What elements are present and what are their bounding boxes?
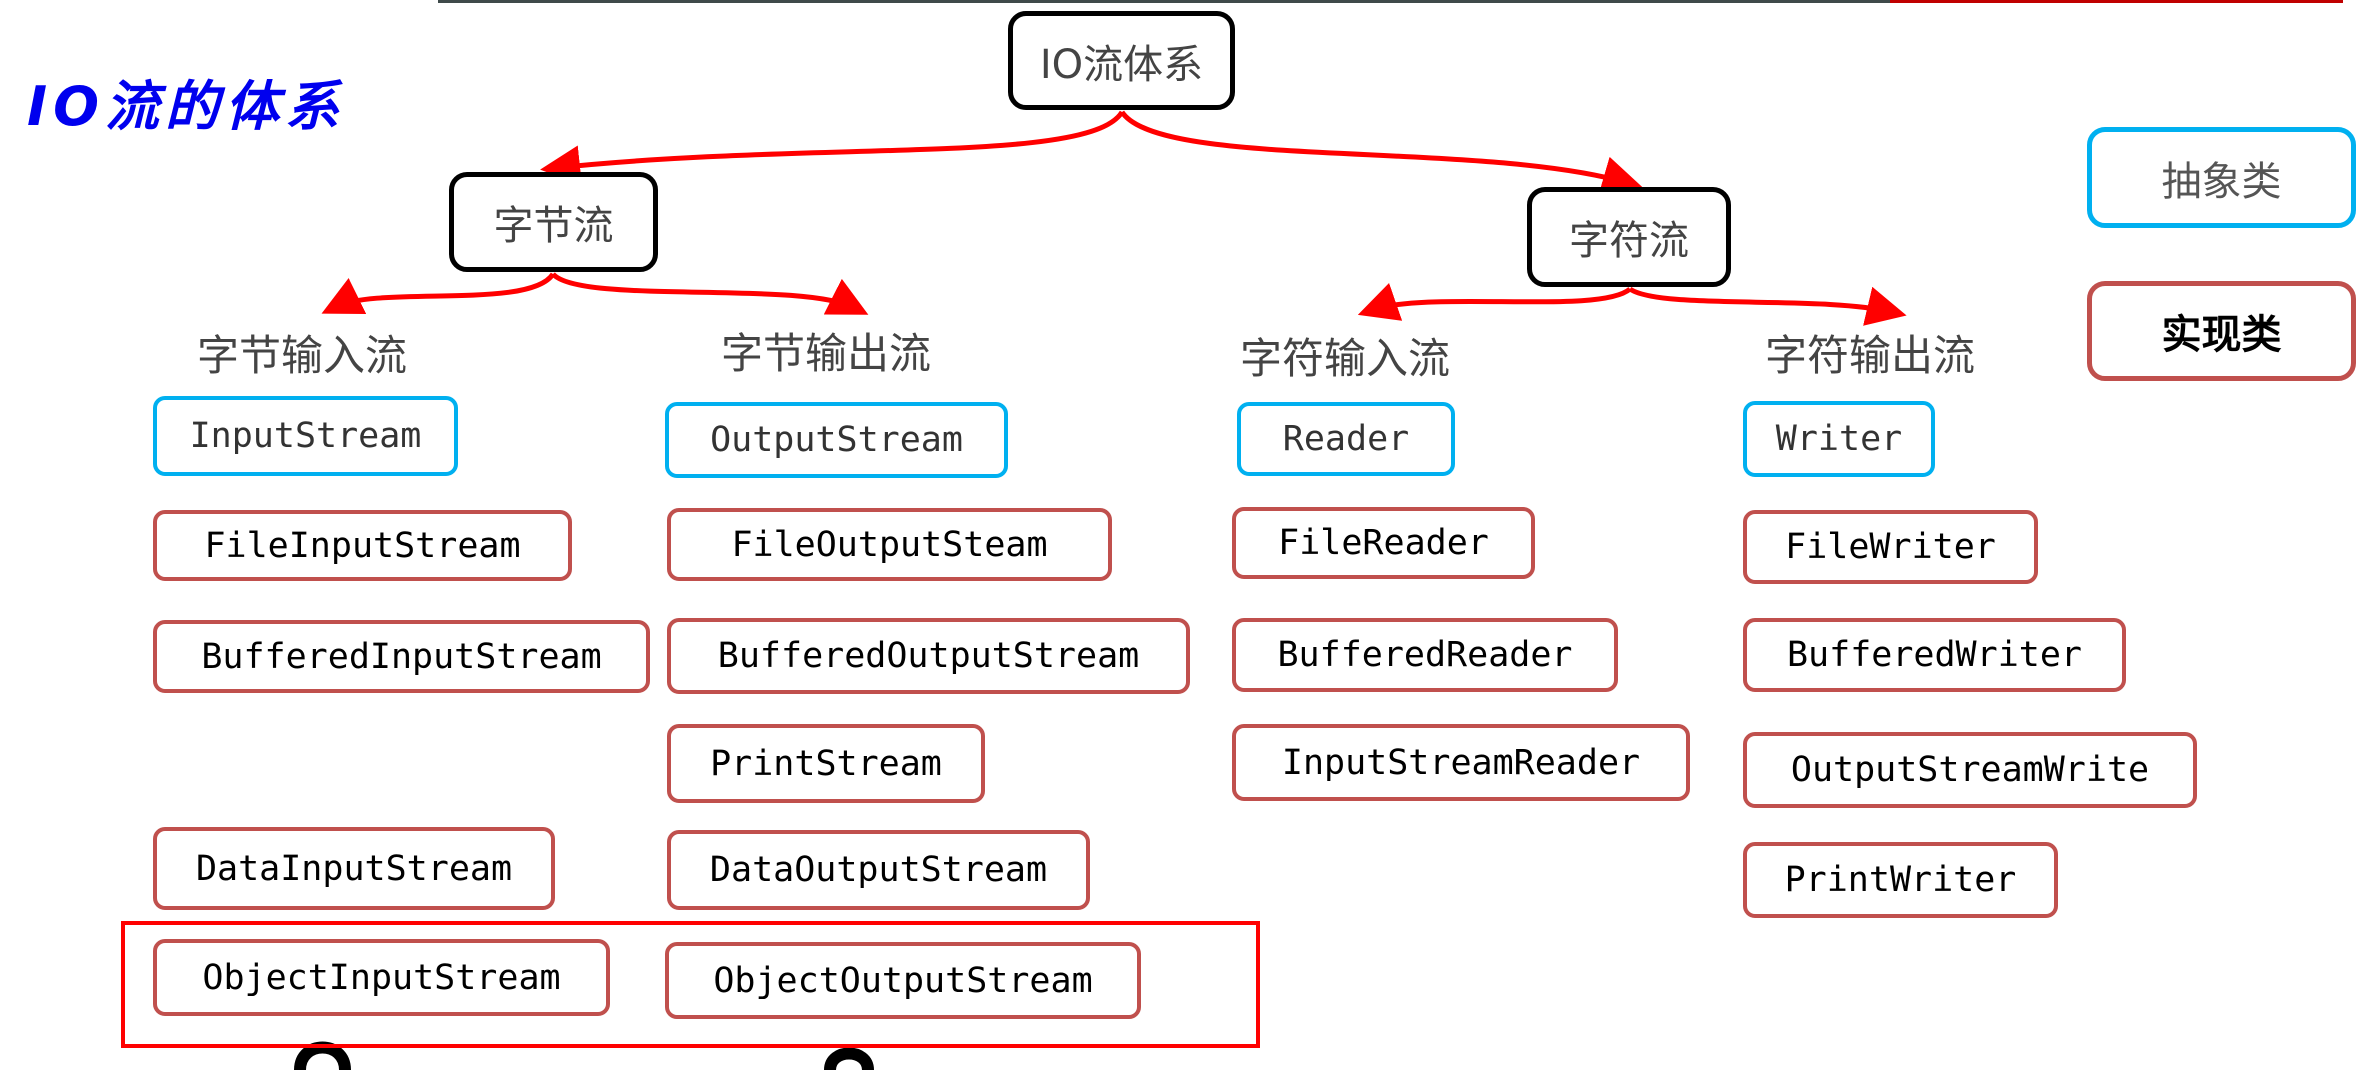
char-input-label: 字符输入流 — [1240, 334, 1451, 383]
partial-shape-icon — [294, 1041, 351, 1070]
byte-stream-node: 字节流 — [449, 172, 658, 272]
char-input-abstract-class: Reader — [1237, 402, 1455, 476]
root-node: IO流体系 — [1008, 11, 1235, 110]
byte-input-impl-class: FileInputStream — [153, 510, 572, 581]
byte-output-impl-class: BufferedOutputStream — [667, 618, 1190, 694]
byte-output-impl-class: ObjectOutputStream — [665, 942, 1141, 1019]
legend-abstract-class: 抽象类 — [2087, 127, 2356, 228]
top-border-line-red — [1890, 0, 2343, 3]
byte-output-impl-class: FileOutputSteam — [667, 508, 1112, 581]
byte-output-abstract-class: OutputStream — [665, 402, 1008, 478]
byte-output-impl-class: DataOutputStream — [667, 830, 1090, 910]
char-input-impl-class: InputStreamReader — [1232, 724, 1690, 801]
arrow-char-to-output — [1628, 286, 1907, 326]
arrow-byte-to-output — [551, 272, 869, 315]
page-title: IO流的体系 — [27, 75, 345, 138]
top-border-line — [438, 0, 1890, 3]
byte-output-label: 字节输出流 — [721, 329, 932, 378]
arrow-root-to-char — [1119, 110, 1643, 196]
byte-input-impl-class: BufferedInputStream — [153, 620, 650, 693]
char-output-abstract-class: Writer — [1743, 401, 1935, 477]
char-output-impl-class: FileWriter — [1743, 510, 2038, 584]
arrow-root-to-byte — [540, 110, 1125, 186]
arrow-byte-to-input — [321, 272, 556, 315]
arrow-char-to-input — [1357, 282, 1632, 321]
partial-shape-icon — [824, 1047, 874, 1070]
byte-input-label: 字节输入流 — [197, 331, 408, 380]
char-output-impl-class: PrintWriter — [1743, 842, 2058, 918]
char-output-impl-class: OutputStreamWrite — [1743, 732, 2197, 808]
char-stream-node: 字符流 — [1527, 187, 1731, 287]
byte-output-impl-class: PrintStream — [667, 724, 985, 803]
byte-input-impl-class: ObjectInputStream — [153, 939, 610, 1016]
char-input-impl-class: BufferedReader — [1232, 618, 1618, 692]
byte-input-impl-class: DataInputStream — [153, 827, 555, 910]
char-output-label: 字符输出流 — [1765, 331, 1976, 380]
legend-implementation-class: 实现类 — [2087, 281, 2356, 381]
char-input-impl-class: FileReader — [1232, 507, 1535, 579]
object-stream-highlight-box — [121, 921, 1260, 1048]
byte-input-abstract-class: InputStream — [153, 396, 458, 476]
char-output-impl-class: BufferedWriter — [1743, 618, 2126, 692]
